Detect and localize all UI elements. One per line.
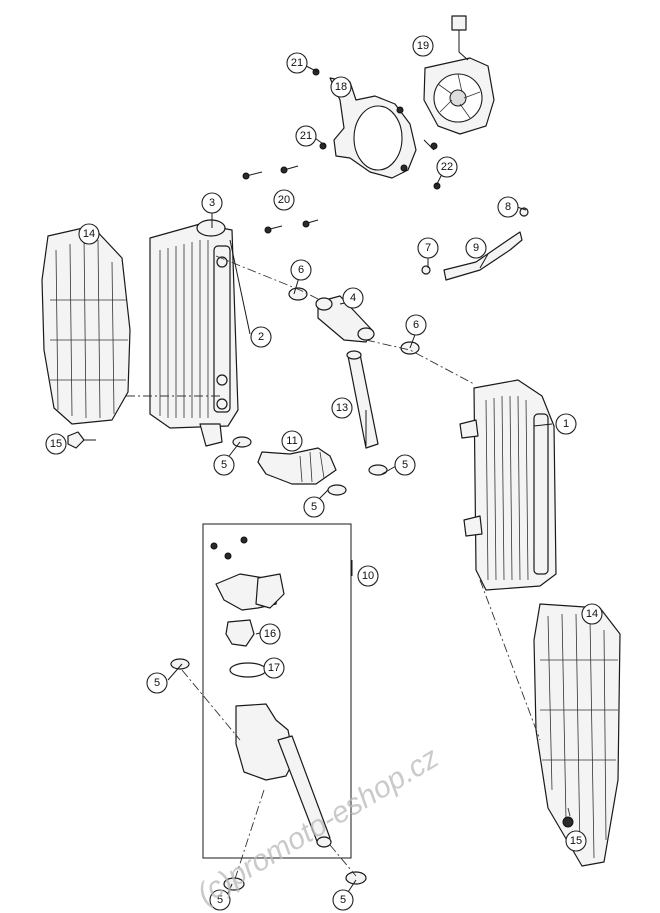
svg-text:15: 15 [50, 438, 62, 450]
callout-8: 8 [497, 196, 519, 218]
svg-text:14: 14 [586, 608, 598, 620]
svg-text:21: 21 [300, 130, 312, 142]
right-radiator-guard [533, 603, 621, 867]
callout-14: 14 [581, 603, 603, 625]
callout-4: 4 [342, 287, 364, 309]
hose-clamps-5 [170, 436, 388, 891]
hose-11 [257, 447, 337, 485]
callout-5: 5 [303, 496, 325, 518]
callout-5: 5 [394, 454, 416, 476]
svg-text:20: 20 [278, 194, 290, 206]
callout-18: 18 [330, 76, 352, 98]
callout-20: 20 [273, 189, 295, 211]
cooling-fan [423, 15, 495, 135]
pipe-13 [346, 350, 379, 449]
callout-19: 19 [412, 35, 434, 57]
callout-9: 9 [465, 237, 487, 259]
svg-text:10: 10 [362, 570, 374, 582]
left-radiator-guard [41, 225, 131, 425]
svg-text:18: 18 [335, 81, 347, 93]
callout-1: 1 [555, 413, 577, 435]
callout-5: 5 [209, 889, 231, 911]
svg-text:11: 11 [286, 435, 297, 447]
callout-6: 6 [405, 314, 427, 336]
svg-text:6: 6 [298, 264, 304, 276]
callout-15: 15 [565, 830, 587, 852]
bolts-15 [67, 431, 574, 828]
callout-10: 10 [357, 565, 379, 587]
callout-2: 2 [250, 326, 272, 348]
svg-text:13: 13 [336, 402, 348, 414]
callout-21: 21 [295, 125, 317, 147]
svg-text:8: 8 [505, 201, 511, 213]
left-radiator [149, 219, 239, 447]
callout-7: 7 [417, 237, 439, 259]
callout-21: 21 [286, 52, 308, 74]
callout-6: 6 [290, 259, 312, 281]
svg-text:5: 5 [217, 894, 223, 906]
svg-text:2: 2 [258, 331, 264, 343]
watermark: (c)promoto-eshop.cz [192, 741, 445, 911]
callout-22: 22 [436, 156, 458, 178]
svg-text:19: 19 [417, 40, 429, 52]
screws-20 [242, 165, 319, 234]
callout-11: 11 [281, 430, 303, 452]
callout-5: 5 [213, 454, 235, 476]
svg-text:15: 15 [570, 835, 582, 847]
right-radiator [459, 379, 557, 591]
thermostat-kit [210, 536, 332, 848]
kit-frame-10 [202, 523, 352, 859]
callout-14: 14 [78, 223, 100, 245]
callout-5: 5 [146, 672, 168, 694]
svg-text:9: 9 [473, 242, 479, 254]
callout-5: 5 [332, 889, 354, 911]
svg-text:4: 4 [350, 292, 356, 304]
svg-text:5: 5 [221, 459, 227, 471]
callout-17: 17 [263, 657, 285, 679]
svg-text:5: 5 [402, 459, 408, 471]
svg-text:21: 21 [291, 57, 303, 69]
callout-16: 16 [259, 623, 281, 645]
callout-3: 3 [201, 192, 223, 214]
svg-text:5: 5 [340, 894, 346, 906]
svg-text:14: 14 [83, 228, 95, 240]
fan-bracket [329, 77, 417, 179]
svg-text:16: 16 [264, 628, 276, 640]
svg-text:7: 7 [425, 242, 431, 254]
svg-text:1: 1 [563, 418, 569, 430]
svg-text:6: 6 [413, 319, 419, 331]
svg-text:5: 5 [311, 501, 317, 513]
svg-text:5: 5 [154, 677, 160, 689]
svg-text:17: 17 [268, 662, 280, 674]
callout-13: 13 [331, 397, 353, 419]
svg-text:22: 22 [441, 161, 453, 173]
callout-15: 15 [45, 433, 67, 455]
svg-text:3: 3 [209, 197, 215, 209]
